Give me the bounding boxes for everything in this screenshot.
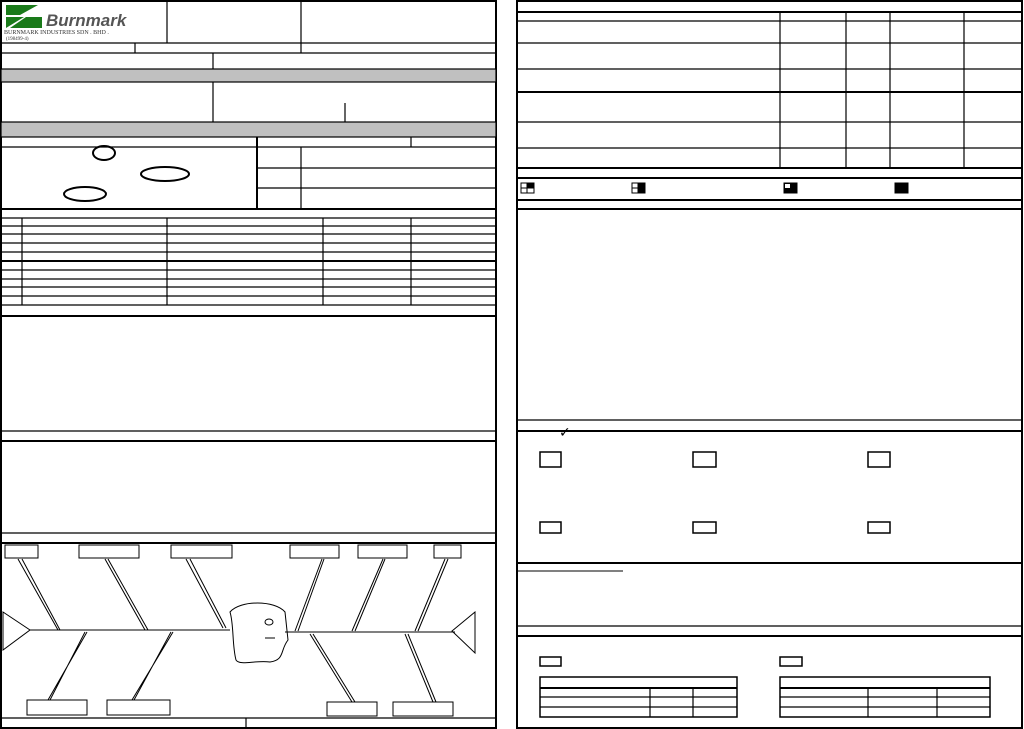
bottom-tables [539,676,991,718]
cause-box[interactable] [289,544,340,559]
left-panel-border [0,0,497,729]
left-table [1,217,496,306]
checkbox[interactable] [867,521,891,534]
checkmark-icon: ✓ [559,425,571,441]
logo-brand: Burnmark [46,11,127,30]
checkbox[interactable] [867,451,891,468]
cause-box[interactable] [357,544,408,559]
fishbone-diagram [2,544,476,717]
right-section-lines [517,177,1022,637]
checkbox[interactable] [539,656,562,667]
half-filled-icon [631,182,646,194]
section-bar-1 [0,68,497,83]
checkbox[interactable] [539,451,562,468]
company-registration: (198499-4) [6,37,29,42]
company-name: BURNMARK INDUSTRIES SDN . BHD . [4,30,109,36]
right-panel-border [516,0,1023,729]
quarter-filled-icon [520,182,535,194]
defect-mark-2 [140,166,190,182]
cause-box[interactable] [326,701,378,717]
cause-box[interactable] [392,701,454,717]
logo-mark-icon [6,5,42,28]
cause-box[interactable] [78,544,140,559]
checkbox[interactable] [692,451,717,468]
checkbox[interactable] [779,656,803,667]
legend-icons [520,182,909,194]
checkbox[interactable] [539,521,562,534]
cause-box[interactable] [26,699,88,716]
defect-mark-1 [92,145,116,161]
checkbox[interactable] [692,521,717,534]
right-table [517,11,1022,169]
fish-head-icon [229,602,289,664]
cause-box[interactable] [433,544,462,559]
cause-box[interactable] [170,544,233,559]
left-header-lines [1,1,496,69]
defect-mark-3 [63,186,107,202]
three-quarter-filled-icon [783,182,798,194]
cause-box[interactable] [106,699,171,716]
defect-area-lines [1,137,496,210]
left-info-lines [212,82,346,122]
full-filled-icon [894,182,909,194]
checkboxes[interactable] [539,451,891,667]
section-bar-2 [0,121,497,138]
cause-box[interactable] [4,544,39,559]
left-section-lines [1,315,496,728]
company-logo [4,3,164,29]
